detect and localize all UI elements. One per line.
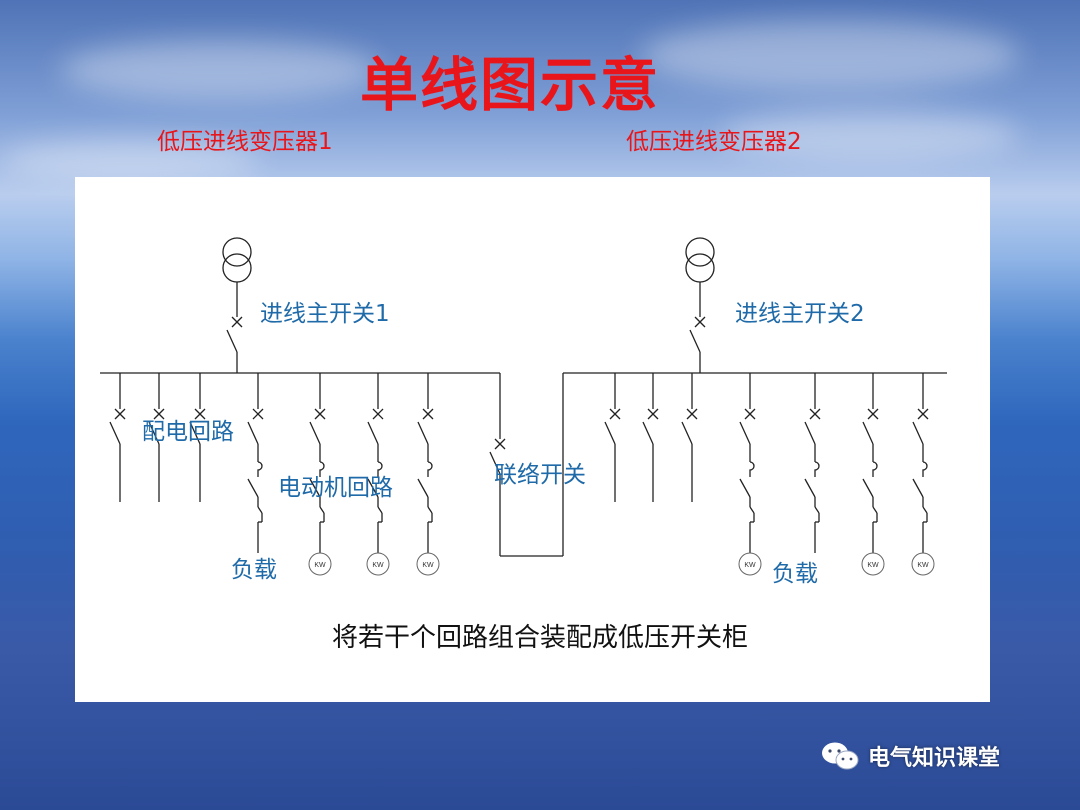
single-line-diagram: KW KW KW KW KW KW 进线主开关1 进线主开关2 配电回路 电动机…	[75, 177, 990, 702]
motor-feeder	[912, 373, 929, 553]
distribution-feeder	[189, 373, 206, 502]
svg-text:KW: KW	[867, 562, 879, 569]
motor-symbol: KW	[738, 552, 762, 576]
main-switch-2-label: 进线主开关2	[735, 301, 865, 327]
load-label-1: 负载	[231, 557, 277, 583]
svg-text:KW: KW	[917, 562, 929, 569]
motor-feeder	[862, 373, 879, 553]
diagram-drawing: KW KW KW KW KW KW	[100, 237, 947, 576]
distribution-feeder	[681, 373, 698, 502]
transformer-1-label: 低压进线变压器1	[157, 129, 333, 155]
watermark-text: 电气知识课堂	[868, 746, 1001, 771]
motor-feeder	[247, 373, 264, 553]
motor-feeder	[739, 373, 756, 553]
svg-text:KW: KW	[314, 562, 326, 569]
wechat-icon	[822, 742, 859, 770]
slide-title: 单线图示意	[360, 51, 661, 119]
motor-feeder	[367, 373, 384, 553]
motor-feeder	[309, 373, 326, 553]
watermark: 电气知识课堂	[820, 740, 1000, 772]
motor-symbol: KW	[308, 552, 332, 576]
tie-switch-symbol	[489, 373, 564, 557]
motor-symbol: KW	[861, 552, 885, 576]
svg-text:KW: KW	[372, 562, 384, 569]
distribution-feeder	[148, 373, 165, 502]
tie-switch-label: 联络开关	[494, 462, 586, 488]
main-switch-1-symbol	[226, 316, 243, 373]
main-switch-2-symbol	[689, 316, 706, 373]
distribution-circuit-label: 配电回路	[142, 419, 234, 445]
diagram-caption: 将若干个回路组合装配成低压开关柜	[332, 623, 749, 653]
distribution-feeder	[109, 373, 126, 502]
transformer-2-label: 低压进线变压器2	[626, 129, 802, 155]
distribution-feeder	[642, 373, 659, 502]
motor-feeder	[417, 373, 434, 553]
svg-text:KW: KW	[422, 562, 434, 569]
motor-circuit-label: 电动机回路	[278, 475, 393, 501]
motor-feeder	[804, 373, 821, 553]
load-label-2: 负载	[772, 561, 818, 587]
distribution-feeder	[604, 373, 621, 502]
motor-symbol: KW	[416, 552, 440, 576]
main-switch-1-label: 进线主开关1	[260, 301, 390, 327]
transformer-2-symbol	[685, 237, 715, 283]
motor-symbol: KW	[366, 552, 390, 576]
motor-symbol: KW	[911, 552, 935, 576]
transformer-1-symbol	[222, 237, 252, 283]
svg-text:KW: KW	[744, 562, 756, 569]
